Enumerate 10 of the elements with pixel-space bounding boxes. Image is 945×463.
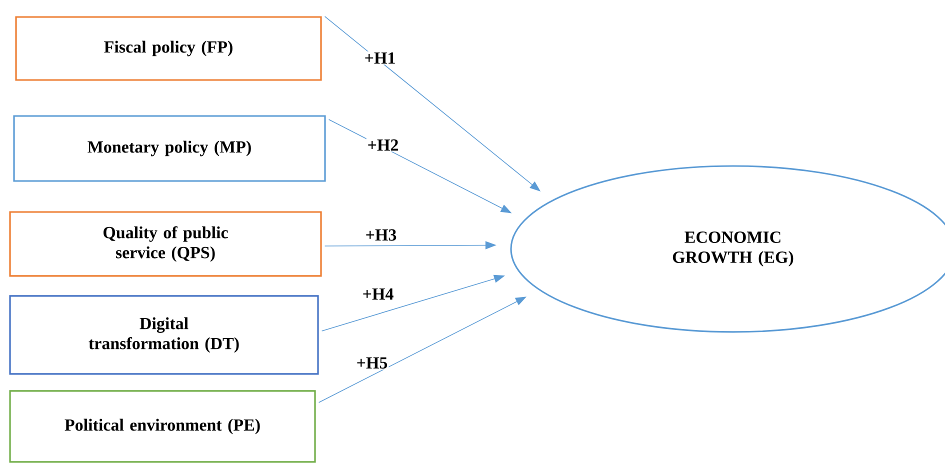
variable-box: Digital transformation (DT) — [9, 295, 319, 375]
variable-box: Monetary policy (MP) — [13, 115, 326, 182]
edge-label: +H2 — [366, 138, 400, 152]
variable-box: Political environment (PE) — [9, 390, 316, 463]
edge-label: +H4 — [361, 287, 395, 301]
variable-box: Quality of public service (QPS) — [9, 211, 322, 277]
edge-label: +H5 — [355, 356, 389, 370]
variable-box: Fiscal policy (FP) — [15, 16, 322, 81]
edge-label: +H1 — [363, 51, 397, 65]
edge-label: +H3 — [364, 228, 398, 242]
